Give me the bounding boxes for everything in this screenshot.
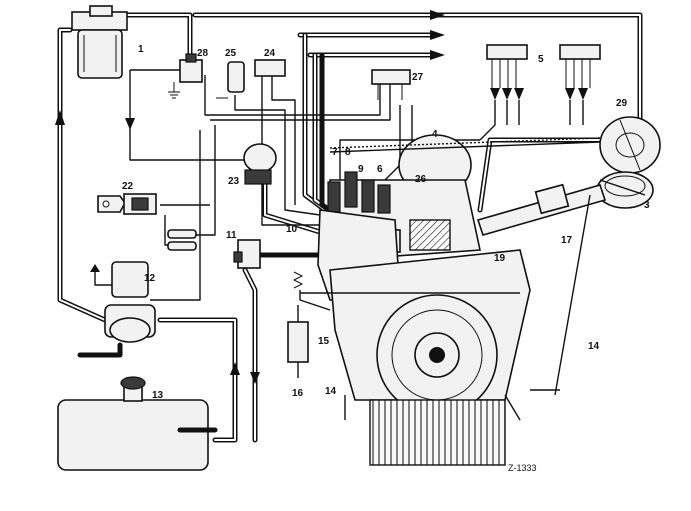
engine-block <box>329 249 531 466</box>
leakoff-pipe-4 <box>329 137 601 153</box>
feed-pump-12 <box>90 261 156 343</box>
label-10: 10 <box>286 224 298 235</box>
label-15: 15 <box>318 336 330 347</box>
label-4: 4 <box>432 129 438 140</box>
ignition-switch-22 <box>97 193 157 215</box>
linkage <box>299 179 646 396</box>
vacuum-unit-29 <box>599 116 661 174</box>
label-7: 7 <box>332 147 338 158</box>
label-14-right: 14 <box>588 341 600 352</box>
label-17: 17 <box>561 235 573 246</box>
label-23: 23 <box>228 176 240 187</box>
injectors <box>327 171 391 214</box>
label-3: 3 <box>644 200 650 211</box>
part-labels: 1 3 4 5 6 7 8 9 10 11 12 13 14 14 15 16 … <box>122 44 650 473</box>
bracket-14 <box>344 394 521 421</box>
label-27: 27 <box>412 72 424 83</box>
label-9: 9 <box>358 164 364 175</box>
label-6: 6 <box>377 164 383 175</box>
label-1: 1 <box>138 44 144 55</box>
lift-pump-11 <box>233 239 261 269</box>
label-29: 29 <box>616 98 628 109</box>
label-25: 25 <box>225 48 237 59</box>
indicator-lamps <box>167 229 197 251</box>
label-5: 5 <box>538 54 544 65</box>
label-16: 16 <box>292 388 304 399</box>
pedal-16 <box>287 271 309 378</box>
glow-plug-group-5 <box>479 44 601 141</box>
label-28: 28 <box>197 48 209 59</box>
air-cleaner-3 <box>596 171 654 209</box>
connector-block-27 <box>371 69 411 100</box>
label-19: 19 <box>494 253 506 264</box>
label-22: 22 <box>122 181 134 192</box>
label-8: 8 <box>345 147 351 158</box>
label-13: 13 <box>152 390 164 401</box>
relay-25 <box>216 61 245 99</box>
flow-arrows <box>55 10 588 384</box>
shutoff-valve-28 <box>168 53 203 99</box>
fuel-lines <box>57 12 643 443</box>
label-14-left: 14 <box>325 386 337 397</box>
label-11: 11 <box>226 230 237 241</box>
fuel-filter <box>71 5 128 79</box>
solenoid-23 <box>243 143 277 185</box>
label-26: 26 <box>415 174 427 185</box>
connector-block-24 <box>254 59 286 77</box>
fuel-tank-13 <box>57 376 218 471</box>
label-12: 12 <box>144 273 156 284</box>
figure-reference: Z-1333 <box>508 463 537 473</box>
label-24: 24 <box>264 48 276 59</box>
